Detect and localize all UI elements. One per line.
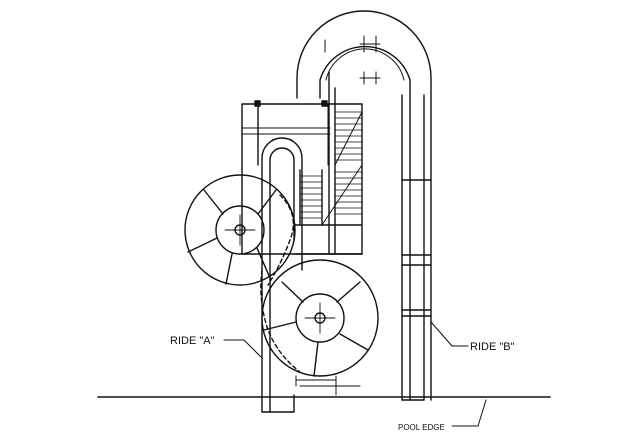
- ride-a-label: RIDE "A": [170, 335, 215, 347]
- ride-b-slide: [296, 10, 432, 401]
- leader-ride-a: [223, 339, 263, 359]
- top-dimension-marks: [324, 35, 381, 85]
- lower-helix: [260, 259, 379, 396]
- ride-a-slide: [261, 137, 303, 413]
- leader-ride-b: [430, 321, 469, 347]
- leader-pool-edge: [451, 399, 487, 427]
- pool-edge-label: POOL EDGE: [398, 423, 445, 432]
- upper-helix: [184, 174, 296, 286]
- ride-b-label: RIDE "B": [470, 341, 515, 353]
